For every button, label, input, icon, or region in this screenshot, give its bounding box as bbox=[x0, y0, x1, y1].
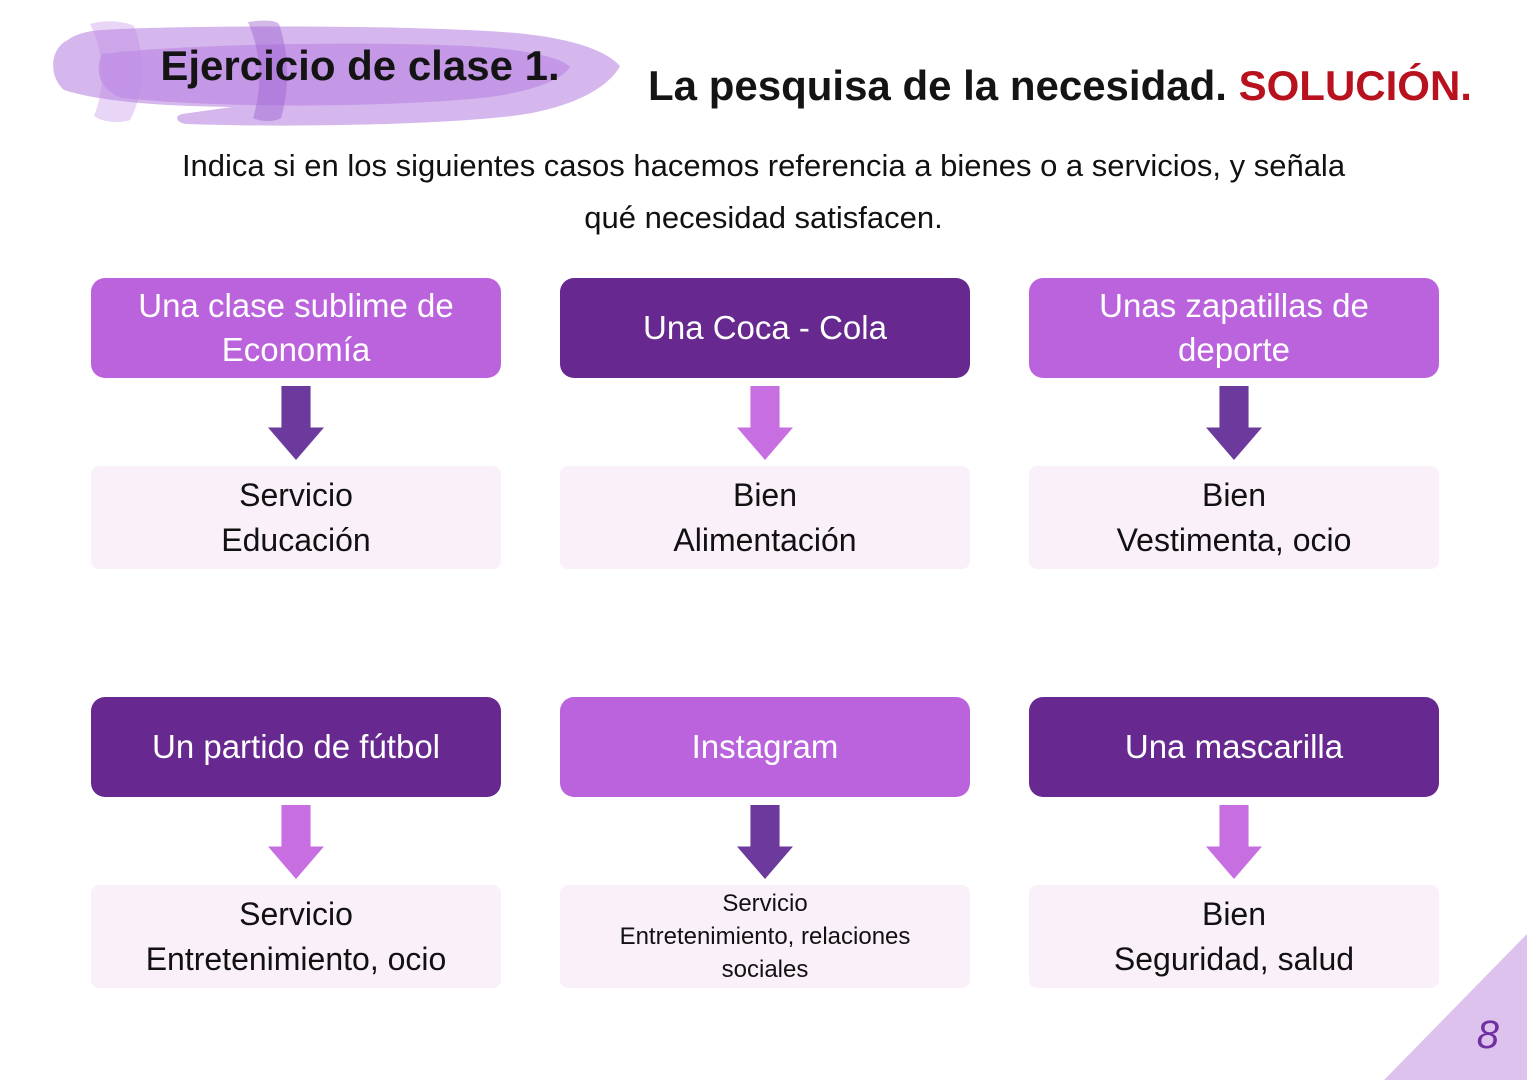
result-need-extra: sociales bbox=[721, 956, 809, 983]
exercise-title: Ejercicio de clase 1. bbox=[160, 42, 560, 89]
arrow-area bbox=[737, 378, 793, 466]
result-need: Entretenimiento, ocio bbox=[145, 940, 447, 977]
item-title-box: Instagram bbox=[560, 697, 970, 797]
result-type: Bien bbox=[732, 476, 798, 513]
item-cell-coca-cola: Una Coca - Cola Bien Alimentación bbox=[560, 278, 970, 569]
item-title-box: Un partido de fútbol bbox=[91, 697, 501, 797]
item-title-box: Una mascarilla bbox=[1029, 697, 1439, 797]
down-arrow-icon bbox=[737, 386, 793, 460]
result-type: Bien bbox=[1201, 476, 1267, 513]
down-arrow-icon bbox=[1206, 386, 1262, 460]
instructions: Indica si en los siguientes casos hacemo… bbox=[8, 140, 1519, 244]
item-cell-zapatillas: Unas zapatillas de deporte Bien Vestimen… bbox=[1029, 278, 1439, 569]
item-title-box: Unas zapatillas de deporte bbox=[1029, 278, 1439, 378]
brush-stroke-decoration bbox=[53, 20, 621, 126]
down-arrow-icon bbox=[268, 805, 324, 879]
arrow-area bbox=[1206, 797, 1262, 885]
result-need: Entretenimiento, relaciones bbox=[619, 923, 911, 950]
item-cell-partido-futbol: Un partido de fútbol Servicio Entretenim… bbox=[91, 697, 501, 988]
instructions-line-1: Indica si en los siguientes casos hacemo… bbox=[181, 148, 1346, 183]
arrow-area bbox=[1206, 378, 1262, 466]
down-arrow-icon bbox=[1206, 805, 1262, 879]
result-need: Alimentación bbox=[673, 521, 857, 558]
heading-text: La pesquisa de la necesidad. bbox=[648, 62, 1227, 109]
result-type: Servicio bbox=[239, 895, 353, 932]
result-box: Servicio Entretenimiento, relaciones soc… bbox=[560, 885, 970, 988]
item-title-box: Una clase sublime de Economía bbox=[91, 278, 501, 378]
item-title-box: Una Coca - Cola bbox=[560, 278, 970, 378]
result-box: Bien Seguridad, salud bbox=[1029, 885, 1439, 988]
result-box: Bien Alimentación bbox=[560, 466, 970, 569]
item-cell-clase-economia: Una clase sublime de Economía Servicio E… bbox=[91, 278, 501, 569]
title-banner: Ejercicio de clase 1. bbox=[40, 4, 625, 132]
result-type: Bien bbox=[1201, 895, 1267, 932]
slide-heading: La pesquisa de la necesidad. SOLUCIÓN. bbox=[625, 62, 1495, 110]
arrow-area bbox=[268, 797, 324, 885]
solution-label: SOLUCIÓN. bbox=[1238, 62, 1472, 109]
down-arrow-icon bbox=[737, 805, 793, 879]
page-number: 8 bbox=[1476, 1013, 1499, 1057]
result-need: Seguridad, salud bbox=[1113, 940, 1355, 977]
diagram-row-2: Un partido de fútbol Servicio Entretenim… bbox=[91, 697, 1439, 988]
item-cell-instagram: Instagram Servicio Entretenimiento, rela… bbox=[560, 697, 970, 988]
result-type: Servicio bbox=[239, 476, 353, 513]
result-box: Servicio Educación bbox=[91, 466, 501, 569]
result-type: Servicio bbox=[722, 890, 808, 917]
result-box: Bien Vestimenta, ocio bbox=[1029, 466, 1439, 569]
down-arrow-icon bbox=[268, 386, 324, 460]
arrow-area bbox=[737, 797, 793, 885]
result-box: Servicio Entretenimiento, ocio bbox=[91, 885, 501, 988]
instructions-line-2: qué necesidad satisfacen. bbox=[584, 200, 943, 235]
item-cell-mascarilla: Una mascarilla Bien Seguridad, salud bbox=[1029, 697, 1439, 988]
arrow-area bbox=[268, 378, 324, 466]
diagram-row-1: Una clase sublime de Economía Servicio E… bbox=[91, 278, 1439, 569]
result-need: Vestimenta, ocio bbox=[1116, 521, 1352, 558]
result-need: Educación bbox=[221, 521, 371, 558]
